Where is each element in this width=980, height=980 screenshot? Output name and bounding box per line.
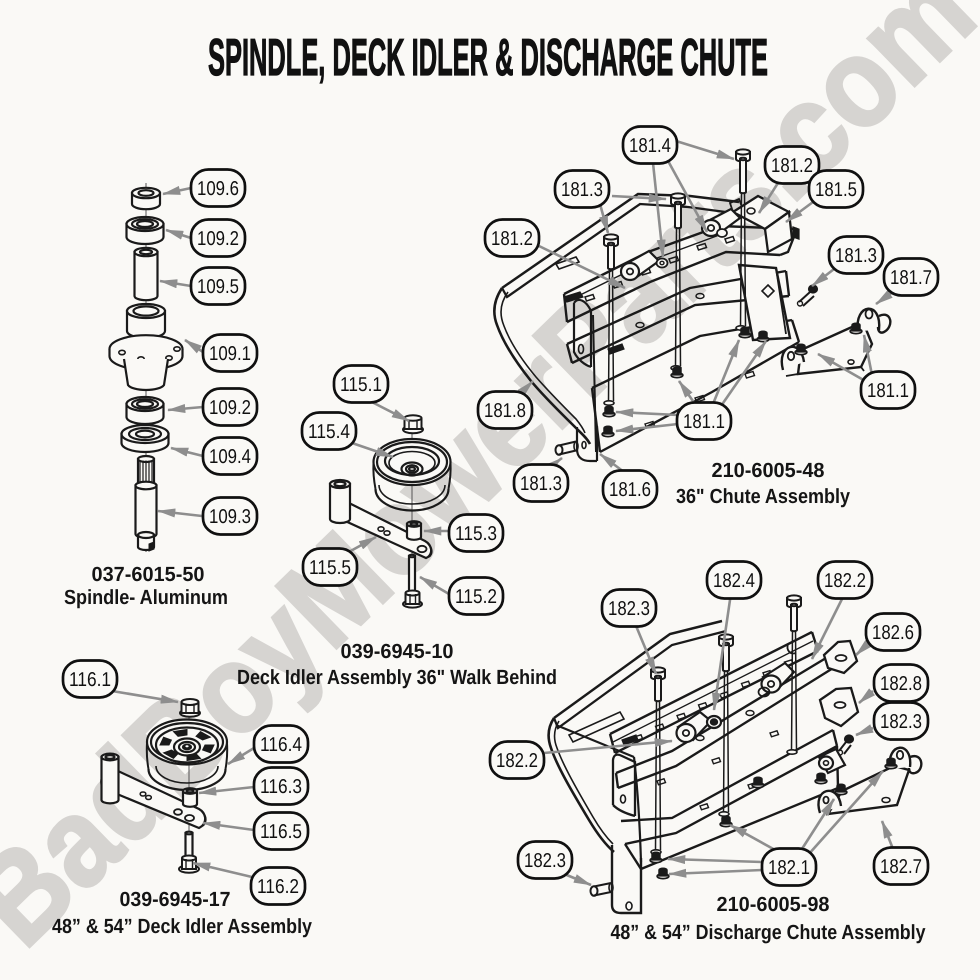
svg-text:115.5: 115.5 xyxy=(309,557,351,579)
svg-text:Deck Idler Assembly 36" Walk B: Deck Idler Assembly 36" Walk Behind xyxy=(237,666,557,689)
svg-text:182.2: 182.2 xyxy=(496,750,538,772)
svg-text:210-6005-98: 210-6005-98 xyxy=(717,893,830,916)
svg-text:182.3: 182.3 xyxy=(608,598,650,620)
svg-text:182.1: 182.1 xyxy=(768,857,810,879)
svg-text:182.3: 182.3 xyxy=(880,711,922,733)
svg-text:109.3: 109.3 xyxy=(209,506,251,528)
svg-text:109.5: 109.5 xyxy=(197,276,239,298)
svg-text:115.2: 115.2 xyxy=(455,586,497,608)
svg-text:181.6: 181.6 xyxy=(609,479,651,501)
svg-text:210-6005-48: 210-6005-48 xyxy=(712,459,825,482)
svg-text:116.4: 116.4 xyxy=(260,734,302,756)
svg-text:109.6: 109.6 xyxy=(197,178,239,200)
svg-text:109.4: 109.4 xyxy=(209,446,251,468)
svg-text:181.4: 181.4 xyxy=(629,135,671,157)
svg-text:SPINDLE, DECK IDLER & DISCHARG: SPINDLE, DECK IDLER & DISCHARGE CHUTE xyxy=(208,29,768,87)
svg-text:116.1: 116.1 xyxy=(69,669,111,691)
svg-text:115.1: 115.1 xyxy=(340,374,382,396)
svg-text:181.2: 181.2 xyxy=(771,155,813,177)
svg-text:48” & 54” Deck Idler Assembly: 48” & 54” Deck Idler Assembly xyxy=(52,915,313,938)
svg-text:181.3: 181.3 xyxy=(561,179,603,201)
svg-text:182.7: 182.7 xyxy=(880,856,922,878)
svg-text:36" Chute Assembly: 36" Chute Assembly xyxy=(676,485,851,508)
svg-text:116.5: 116.5 xyxy=(260,821,302,843)
svg-text:182.8: 182.8 xyxy=(880,673,922,695)
svg-text:109.1: 109.1 xyxy=(209,343,251,365)
svg-text:181.8: 181.8 xyxy=(484,400,526,422)
svg-text:181.3: 181.3 xyxy=(520,473,562,495)
svg-text:115.3: 115.3 xyxy=(455,523,497,545)
svg-text:109.2: 109.2 xyxy=(197,228,239,250)
svg-text:48” & 54” Discharge Chute Asse: 48” & 54” Discharge Chute Assembly xyxy=(611,921,927,944)
svg-text:181.1: 181.1 xyxy=(683,411,725,433)
svg-text:182.4: 182.4 xyxy=(713,570,755,592)
svg-text:181.1: 181.1 xyxy=(867,380,909,402)
svg-text:182.6: 182.6 xyxy=(872,622,914,644)
svg-text:181.2: 181.2 xyxy=(491,228,533,250)
svg-text:116.3: 116.3 xyxy=(260,776,302,798)
svg-text:182.2: 182.2 xyxy=(824,570,866,592)
svg-text:109.2: 109.2 xyxy=(209,397,251,419)
svg-text:037-6015-50: 037-6015-50 xyxy=(92,563,205,586)
svg-text:Spindle- Aluminum: Spindle- Aluminum xyxy=(64,586,228,609)
svg-text:181.3: 181.3 xyxy=(835,245,877,267)
svg-text:039-6945-10: 039-6945-10 xyxy=(341,640,454,663)
svg-text:115.4: 115.4 xyxy=(308,421,350,443)
svg-text:181.7: 181.7 xyxy=(890,267,932,289)
svg-text:039-6945-17: 039-6945-17 xyxy=(120,888,231,911)
svg-text:182.3: 182.3 xyxy=(524,850,566,872)
svg-text:116.2: 116.2 xyxy=(257,876,299,898)
svg-text:181.5: 181.5 xyxy=(815,179,857,201)
